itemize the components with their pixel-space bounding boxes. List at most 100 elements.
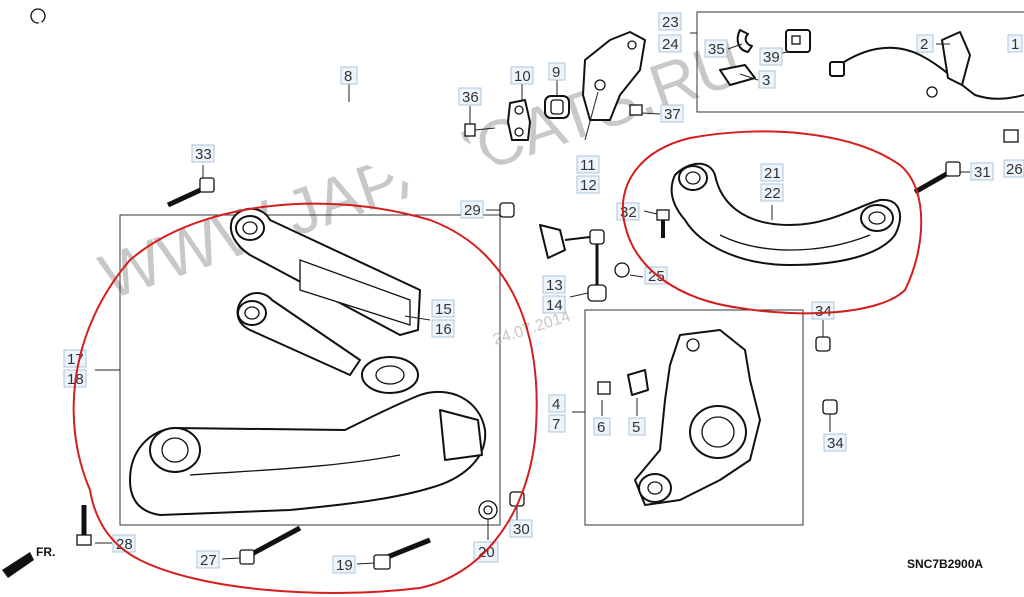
svg-text:31: 31	[974, 164, 991, 181]
direction-label: FR.	[36, 545, 55, 559]
svg-text:34: 34	[827, 435, 844, 452]
sensor-holder[interactable]	[719, 64, 756, 86]
bolt-32[interactable]	[656, 209, 670, 238]
front-direction-indicator: FR.	[2, 545, 55, 578]
callout-4: 4	[548, 394, 566, 413]
svg-text:35: 35	[708, 41, 725, 58]
mounting-bracket[interactable]	[582, 31, 646, 121]
stud-5[interactable]	[627, 369, 649, 396]
svg-text:30: 30	[513, 521, 530, 538]
callout-32: 32	[616, 202, 640, 221]
bolt-26[interactable]	[1003, 129, 1019, 143]
stabilizer-bar[interactable]	[30, 8, 566, 259]
svg-text:7: 7	[552, 416, 560, 433]
wheel-speed-sensor[interactable]	[829, 31, 1024, 100]
callout-10: 10	[510, 66, 534, 85]
svg-text:19: 19	[336, 557, 353, 574]
callout-7: 7	[548, 414, 566, 433]
bolt-31[interactable]	[913, 161, 961, 195]
svg-text:2: 2	[920, 36, 928, 53]
nut-34-upper[interactable]	[815, 336, 831, 352]
rear-knuckle[interactable]	[634, 329, 761, 506]
svg-text:8: 8	[344, 68, 352, 85]
svg-text:24: 24	[662, 36, 679, 53]
callout-25: 25	[644, 266, 668, 285]
callout-39: 39	[759, 47, 783, 66]
sensor-connector[interactable]	[785, 29, 811, 53]
svg-text:28: 28	[116, 536, 133, 553]
callout-21: 21	[760, 163, 784, 182]
bolt-6[interactable]	[597, 381, 611, 395]
callout-1: 1	[1007, 34, 1023, 53]
sensor-group-frame	[696, 11, 1024, 113]
svg-text:6: 6	[597, 419, 605, 436]
callout-28: 28	[112, 534, 136, 553]
bolt-33[interactable]	[166, 177, 215, 208]
washer-20[interactable]	[478, 500, 498, 520]
svg-text:21: 21	[764, 165, 781, 182]
svg-text:13: 13	[546, 277, 563, 294]
callout-22: 22	[760, 183, 784, 202]
svg-text:4: 4	[552, 396, 560, 413]
svg-text:33: 33	[195, 146, 212, 163]
svg-text:9: 9	[552, 64, 560, 81]
svg-text:3: 3	[762, 72, 770, 89]
highlight-lower-arms	[72, 202, 538, 594]
svg-text:26: 26	[1006, 161, 1023, 178]
callout-33: 33	[191, 144, 215, 163]
lower-arm-b[interactable]	[236, 292, 361, 376]
highlight-upper-arm	[621, 130, 923, 315]
svg-text:22: 22	[764, 185, 781, 202]
callout-26: 26	[1003, 159, 1024, 178]
diagram-code: SNC7B2900A	[907, 557, 983, 571]
svg-text:11: 11	[580, 157, 596, 174]
callout-13: 13	[542, 275, 566, 294]
svg-text:1: 1	[1011, 36, 1019, 53]
callout-34-lower: 34	[823, 433, 847, 452]
stabilizer-bushing[interactable]	[544, 95, 570, 119]
trailing-arm[interactable]	[129, 356, 487, 516]
callout-29: 29	[460, 200, 484, 219]
nut-34-lower[interactable]	[822, 399, 838, 415]
bushing-holder[interactable]	[507, 99, 531, 141]
callout-2: 2	[916, 34, 934, 53]
bolt-28[interactable]	[76, 505, 92, 546]
stabilizer-link[interactable]	[564, 229, 607, 302]
callout-6: 6	[593, 417, 611, 436]
callout-37: 37	[660, 104, 684, 123]
sensor-clip[interactable]	[736, 29, 753, 53]
knuckle-frame	[584, 309, 804, 526]
svg-text:37: 37	[664, 106, 681, 123]
bolt-27[interactable]	[239, 525, 302, 565]
nut-25[interactable]	[614, 262, 630, 278]
callout-8: 8	[340, 66, 358, 85]
svg-text:34: 34	[815, 303, 832, 320]
leader-lines	[95, 32, 970, 565]
svg-text:10: 10	[514, 68, 531, 85]
svg-text:29: 29	[464, 202, 481, 219]
nut-29[interactable]	[499, 202, 515, 218]
bolt-19[interactable]	[373, 537, 431, 570]
svg-text:5: 5	[632, 419, 640, 436]
svg-text:20: 20	[478, 544, 495, 561]
upper-control-arm[interactable]	[670, 162, 901, 266]
callout-27: 27	[196, 550, 220, 569]
svg-text:23: 23	[662, 14, 679, 31]
callout-15: 15	[431, 299, 455, 318]
svg-text:12: 12	[580, 177, 597, 194]
callout-5: 5	[628, 417, 646, 436]
svg-text:39: 39	[763, 49, 780, 66]
callout-31: 31	[970, 162, 994, 181]
bolt-37[interactable]	[629, 104, 643, 116]
callout-34-upper: 34	[811, 301, 835, 320]
callout-24: 24	[658, 34, 682, 53]
date-stamp: 24.07.2014	[491, 308, 573, 349]
svg-text:16: 16	[435, 321, 452, 338]
svg-text:27: 27	[200, 552, 217, 569]
callout-17: 17	[63, 349, 87, 368]
callout-11: 11	[576, 155, 600, 174]
callout-35: 35	[704, 39, 728, 58]
callout-30: 30	[509, 519, 533, 538]
svg-text:14: 14	[546, 297, 563, 314]
